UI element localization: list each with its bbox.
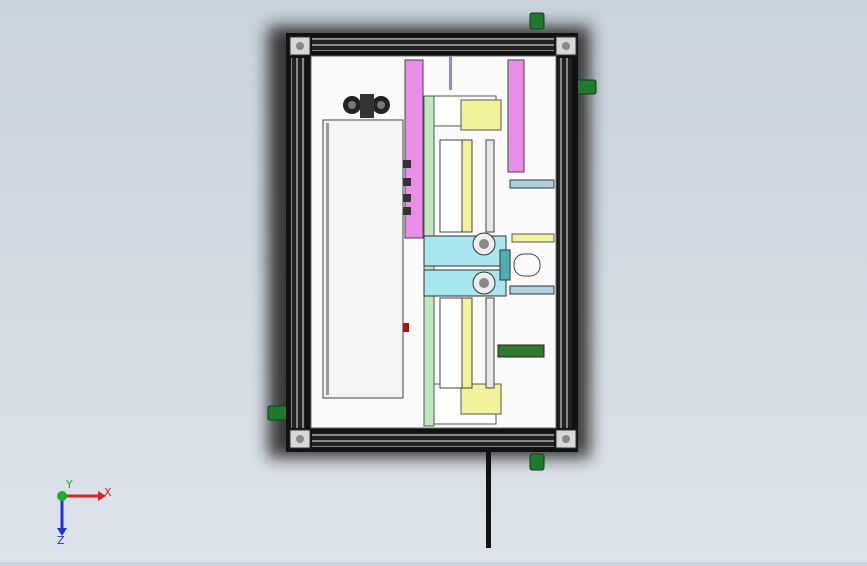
bottom-shaft <box>486 450 491 548</box>
top-rod <box>449 56 452 90</box>
rollers <box>472 232 496 295</box>
axis-triad: X Y Z <box>57 478 112 547</box>
mounting-feet <box>267 12 597 471</box>
pink-plates <box>404 59 525 239</box>
z-arrow-head <box>57 528 67 536</box>
connectors <box>403 160 411 215</box>
y-axis-label: Y <box>65 478 73 491</box>
right-rails[interactable] <box>509 179 555 295</box>
pressure-regulator[interactable] <box>343 94 390 118</box>
red-indicator <box>403 323 409 332</box>
x-arrow-head <box>98 491 106 501</box>
z-axis-label: Z <box>57 534 65 547</box>
electrical-cabinet[interactable] <box>322 119 404 399</box>
green-bracket <box>497 344 545 358</box>
cyan-carriages[interactable] <box>423 235 511 297</box>
x-axis-label: X <box>104 486 112 499</box>
linear-actuator-upper[interactable] <box>439 139 495 233</box>
y-axis-dot <box>57 491 67 501</box>
linear-actuator-lower[interactable] <box>439 297 495 389</box>
